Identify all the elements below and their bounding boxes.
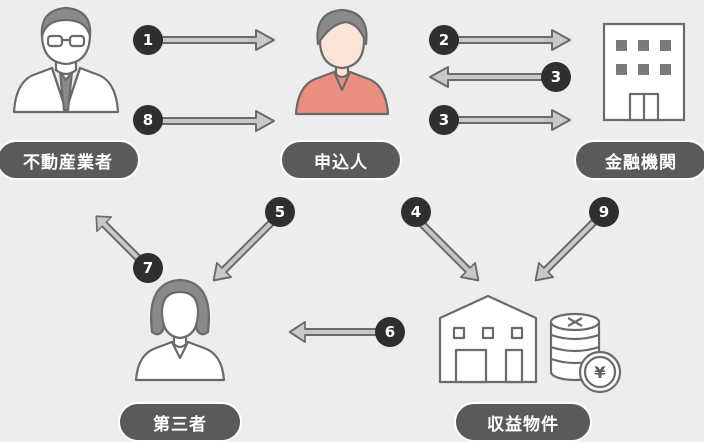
arrow-8 [155, 110, 275, 132]
svg-text:4: 4 [411, 203, 421, 221]
arrow-1 [155, 29, 275, 51]
arrow-2 [451, 29, 571, 51]
step-badge-9: 9 [589, 197, 619, 227]
svg-text:8: 8 [143, 111, 153, 129]
applicant-label: 申込人 [280, 140, 402, 180]
step-badge-7: 7 [133, 253, 163, 283]
businessman-icon [12, 6, 120, 114]
woman-icon [134, 278, 226, 382]
step-badge-4: 4 [401, 197, 431, 227]
svg-text:5: 5 [275, 203, 285, 221]
property-label: 収益物件 [454, 402, 592, 442]
svg-text:1: 1 [143, 31, 153, 49]
arrow-3-back [429, 66, 549, 88]
bank-label: 金融機関 [574, 140, 704, 180]
arrow-3-forward [451, 109, 571, 131]
third-party-label: 第三者 [118, 402, 242, 442]
person-icon [294, 8, 390, 116]
svg-text:9: 9 [599, 203, 609, 221]
svg-text:7: 7 [143, 259, 153, 277]
step-badge-2: 2 [429, 25, 459, 55]
step-badge-3b: 3 [429, 105, 459, 135]
svg-text:3: 3 [551, 68, 561, 86]
svg-text:3: 3 [439, 111, 449, 129]
step-badge-3a: 3 [541, 62, 571, 92]
step-badge-1: 1 [133, 25, 163, 55]
svg-text:6: 6 [385, 323, 395, 341]
yen-symbol: ¥ [594, 363, 605, 382]
agent-label: 不動産業者 [0, 140, 140, 180]
step-badge-6: 6 [375, 317, 405, 347]
svg-text:2: 2 [439, 31, 449, 49]
building-icon [602, 22, 686, 122]
arrow-6 [288, 321, 391, 343]
step-badge-8: 8 [133, 105, 163, 135]
step-badge-5: 5 [265, 197, 295, 227]
house-with-coins-icon [438, 294, 622, 394]
